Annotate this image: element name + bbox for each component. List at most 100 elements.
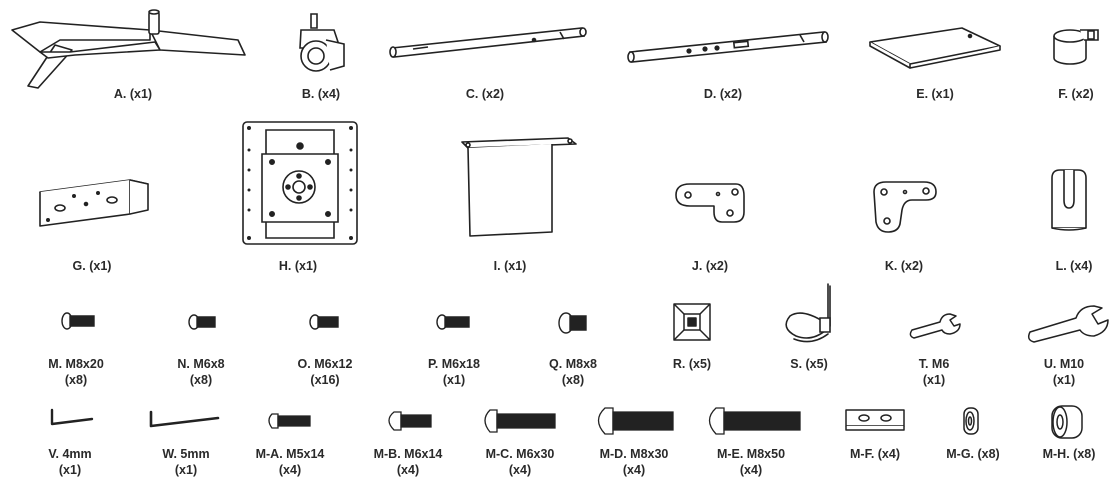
part-m-f-label: M-F. (x4): [805, 446, 945, 462]
part-name: W. 5mm: [162, 447, 210, 461]
part-p-label: P. M6x18(x1): [384, 356, 524, 388]
part-t-label: T. M6(x1): [864, 356, 1004, 388]
bolt-icon: [0, 0, 1116, 340]
screw-icon: [0, 0, 1116, 440]
part-name: M-G. (x8): [946, 447, 1000, 461]
part-name: M-A. M5x14: [255, 447, 325, 461]
part-qty: (x4): [622, 463, 646, 477]
part-name: V. 4mm: [48, 447, 92, 461]
hex-key-icon: [0, 0, 1116, 440]
wrench-icon: [0, 0, 1116, 345]
part-m-b-label: M-B. M6x14 (x4): [338, 446, 478, 478]
part-k-label: K. (x2): [834, 258, 974, 274]
screw-icon: [0, 0, 1116, 440]
bolt-icon: [0, 0, 1116, 340]
cable-clip-icon: [0, 0, 1116, 260]
part-qty: (x1): [442, 373, 466, 387]
bolt-icon: [0, 0, 1116, 340]
part-a-label: A. (x1): [63, 86, 203, 102]
part-name: B. (x4): [301, 87, 341, 101]
part-name: Q. M8x8: [549, 357, 597, 371]
part-qty: (x4): [278, 463, 302, 477]
part-qty: (x1): [1052, 373, 1076, 387]
part-c-label: C. (x2): [415, 86, 555, 102]
tube-with-holes-icon: [0, 0, 1116, 95]
part-m-c-label: M-C. M6x30 (x4): [450, 446, 590, 478]
washer-plate-icon: [0, 0, 1116, 440]
part-s-label: S. (x5): [739, 356, 879, 372]
part-qty: (x1): [58, 463, 82, 477]
screw-icon: [0, 0, 1116, 440]
part-qty: (x4): [396, 463, 420, 477]
part-qty: (x4): [739, 463, 763, 477]
wrench-icon: [0, 0, 1116, 345]
part-name: N. M6x8: [177, 357, 225, 371]
part-name: U. M10: [1043, 357, 1085, 371]
part-name: G. (x1): [72, 259, 112, 273]
part-j-label: J. (x2): [640, 258, 780, 274]
part-name: F. (x2): [1058, 87, 1094, 101]
part-name: T. M6: [918, 357, 950, 371]
connector-plate-icon: [0, 0, 1116, 260]
part-v-label: V. 4mm (x1): [0, 446, 140, 478]
tray-plate-icon: [0, 0, 1116, 95]
part-name: D. (x2): [703, 87, 743, 101]
part-name: L. (x4): [1055, 259, 1093, 273]
part-name: M. M8x20: [48, 357, 104, 371]
bolt-icon: [0, 0, 1116, 340]
part-name: O. M6x12: [297, 357, 353, 371]
part-g-label: G. (x1): [22, 258, 162, 274]
part-m-g-label: M-G. (x8): [903, 446, 1043, 462]
part-f-label: F. (x2): [1006, 86, 1116, 102]
screw-icon: [0, 0, 1116, 440]
part-name: E. (x1): [916, 87, 954, 101]
part-w-label: W. 5mm (x1): [116, 446, 256, 478]
part-qty: (x8): [561, 373, 585, 387]
hex-key-icon: [0, 0, 1116, 440]
screw-icon: [0, 0, 1116, 440]
part-qty: (x8): [64, 373, 88, 387]
part-d-label: D. (x2): [653, 86, 793, 102]
spacer-icon: [0, 0, 1116, 440]
clamp-ring-icon: [0, 0, 1116, 95]
panel-icon: [0, 0, 1116, 260]
spacer-icon: [0, 0, 1116, 440]
part-n-label: N. M6x8 (x8): [131, 356, 271, 388]
part-qty: (x16): [310, 373, 340, 387]
part-m-h-label: M-H. (x8): [999, 446, 1116, 462]
tripod-base-icon: [0, 0, 270, 95]
cable-tie-icon: [0, 0, 1116, 345]
bracket-icon: [0, 0, 1116, 260]
part-m-label: M. M8x20 (x8): [6, 356, 146, 388]
part-qty: (x1): [174, 463, 198, 477]
part-m-e-label: M-E. M8x50 (x4): [681, 446, 821, 478]
part-name: J. (x2): [691, 259, 729, 273]
part-name: M-E. M8x50: [716, 447, 786, 461]
part-l-label: L. (x4): [1004, 258, 1116, 274]
part-name: A. (x1): [113, 87, 153, 101]
part-i-label: I. (x1): [440, 258, 580, 274]
part-name: C. (x2): [465, 87, 505, 101]
caster-wheel-icon: [0, 0, 1116, 95]
part-b-label: B. (x4): [251, 86, 391, 102]
connector-plate-icon: [0, 0, 1116, 260]
part-m-a-label: M-A. M5x14 (x4): [220, 446, 360, 478]
part-name: M-H. (x8): [1042, 447, 1096, 461]
part-m-d-label: M-D. M8x30 (x4): [564, 446, 704, 478]
part-name: M-D. M8x30: [599, 447, 669, 461]
part-e-label: E. (x1): [865, 86, 1005, 102]
part-name: H. (x1): [278, 259, 318, 273]
part-qty: (x4): [508, 463, 532, 477]
part-name: K. (x2): [884, 259, 924, 273]
tube-icon: [0, 0, 1116, 95]
part-name: M-B. M6x14: [373, 447, 443, 461]
part-name: R. (x5): [672, 357, 712, 371]
bolt-icon: [0, 0, 1116, 340]
part-u-label: U. M10 (x1): [994, 356, 1116, 388]
part-name: M-C. M6x30: [485, 447, 555, 461]
part-h-label: H. (x1): [228, 258, 368, 274]
part-name: I. (x1): [493, 259, 527, 273]
part-name: S. (x5): [790, 357, 828, 371]
part-r-label: R. (x5): [622, 356, 762, 372]
part-qty: (x8): [189, 373, 213, 387]
